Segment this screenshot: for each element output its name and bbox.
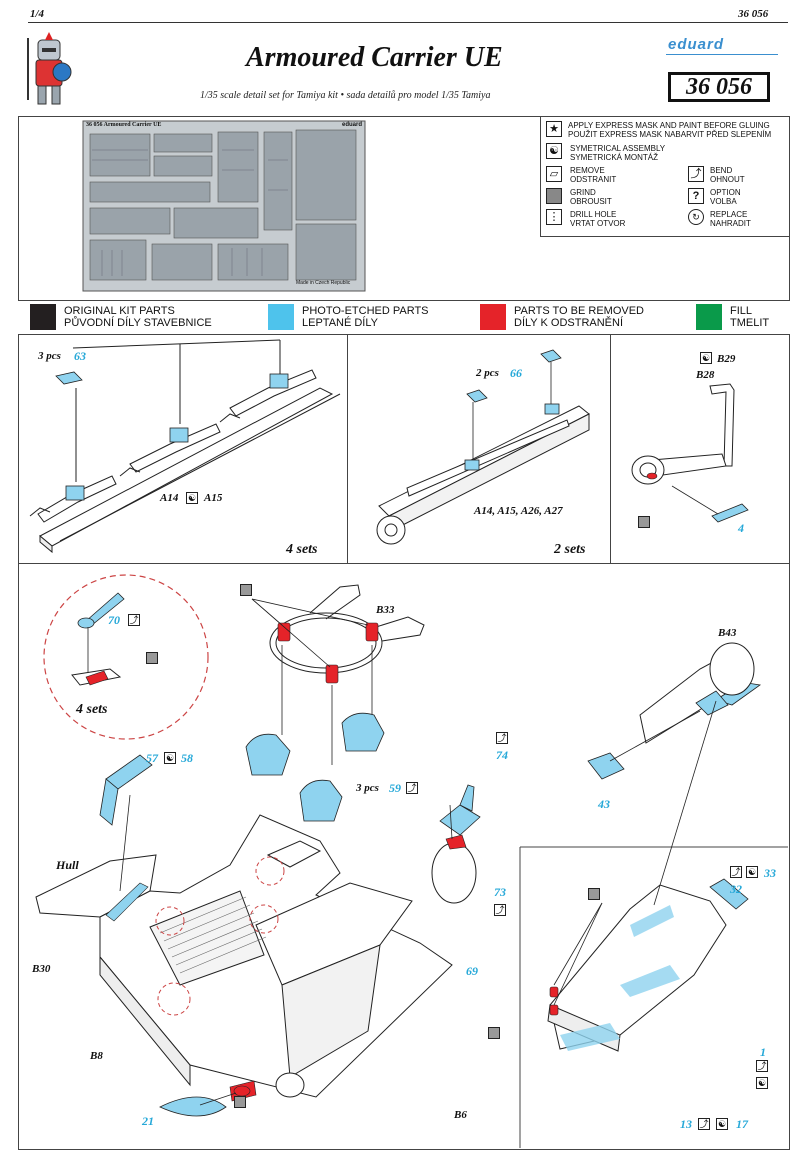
original-parts-swatch xyxy=(30,304,56,330)
fret-label: 36 056 Armoured Carrier UE xyxy=(86,122,162,128)
kit-b28-label: B28 xyxy=(696,369,715,381)
star-icon: ★ xyxy=(546,121,562,137)
inset-sets-label: 4 sets xyxy=(76,702,108,717)
bend-icon: ⤴ xyxy=(494,904,506,916)
bend-icon: ⤴ xyxy=(406,782,418,794)
option-icon: ? xyxy=(688,188,704,204)
part-33-label: 33 xyxy=(764,866,776,880)
photo-etched-swatch xyxy=(268,304,294,330)
header-rule xyxy=(28,22,788,23)
grind-icon xyxy=(240,584,252,596)
bend-icon: ⤴ xyxy=(496,732,508,744)
fret-small-print: Made in Czech Republic xyxy=(296,280,351,286)
step1-qty: 3 pcs xyxy=(38,350,61,362)
kit-b8-label: B8 xyxy=(90,1050,103,1062)
suspension-drawing xyxy=(29,339,341,554)
part-32-label: 32 xyxy=(730,882,742,896)
part-21-label: 21 xyxy=(142,1114,154,1128)
part-43-label: 43 xyxy=(598,797,610,811)
grind-icon xyxy=(588,888,600,900)
track-frame-drawing xyxy=(376,349,590,545)
page-title: Armoured Carrier UE xyxy=(246,42,503,73)
kit-b29-label: B29 xyxy=(717,353,736,365)
set-number-box: 36 056 xyxy=(668,72,770,102)
kit-b43-label: B43 xyxy=(718,627,737,639)
part-74-label: 74 xyxy=(496,748,508,762)
grind-icon xyxy=(488,1027,500,1039)
set-code-top: 36 056 xyxy=(738,8,769,20)
part-13-label: 13 xyxy=(680,1117,692,1131)
step2-qty: 2 pcs xyxy=(476,367,499,379)
kit-b33-label: B33 xyxy=(376,604,395,616)
part-17-label: 17 xyxy=(736,1117,748,1131)
grind-icon xyxy=(234,1096,246,1108)
replace-icon: ↻ xyxy=(688,209,704,225)
kit-a15-label: A15 xyxy=(204,492,223,504)
bend-icon: ⤴ xyxy=(756,1060,768,1072)
hull-label: Hull xyxy=(56,858,79,872)
yin-yang-icon: ☯ xyxy=(746,866,758,878)
part-70-label: 70 xyxy=(108,613,120,627)
yin-yang-icon: ☯ xyxy=(756,1077,768,1089)
kit-b30-label: B30 xyxy=(32,963,51,975)
part-69-label: 69 xyxy=(466,964,478,978)
legend-mask-text: APPLY EXPRESS MASK AND PAINT BEFORE GLUI… xyxy=(568,121,772,139)
kit-b6-label: B6 xyxy=(454,1109,467,1121)
tow-hook-drawing xyxy=(631,383,749,523)
yin-yang-icon: ☯ xyxy=(716,1118,728,1130)
part-58-label: 58 xyxy=(181,751,193,765)
yin-yang-icon: ☯ xyxy=(700,352,712,364)
bend-icon: ⤴ xyxy=(730,866,742,878)
remove-icon: ▱ xyxy=(546,166,562,182)
knight-mascot-icon xyxy=(27,32,72,105)
grind-icon xyxy=(146,652,158,664)
main-assembly-panel xyxy=(18,563,790,1150)
part-1-label: 1 xyxy=(760,1045,766,1059)
part-63-label: 63 xyxy=(74,349,86,363)
step1-sets: 4 sets xyxy=(286,542,318,557)
part-66-label: 66 xyxy=(510,366,522,380)
removed-parts-swatch xyxy=(480,304,506,330)
brand-logo: eduard xyxy=(668,36,725,53)
grind-icon xyxy=(546,188,562,204)
yin-yang-icon: ☯ xyxy=(546,143,562,159)
hull-assembly-drawing xyxy=(35,574,788,1148)
drill-icon: ⋮ xyxy=(546,209,562,225)
bend-icon: ⤴ xyxy=(688,166,704,182)
kit-a14-label: A14 xyxy=(160,492,179,504)
part-59-qty: 3 pcs xyxy=(356,782,379,794)
photo-etch-fret xyxy=(82,120,366,292)
part-57-label: 57 xyxy=(146,751,158,765)
step2-sets: 2 sets xyxy=(554,542,586,557)
fill-swatch xyxy=(696,304,722,330)
part-4-label: 4 xyxy=(738,521,744,535)
part-59-label: 59 xyxy=(389,781,401,795)
fret-brand: eduard xyxy=(342,122,363,128)
bend-icon: ⤴ xyxy=(128,614,140,626)
brand-underline xyxy=(666,54,778,55)
yin-yang-icon: ☯ xyxy=(164,752,176,764)
grind-icon xyxy=(638,516,650,528)
part-73-label: 73 xyxy=(494,885,506,899)
kit-a14-a27-label: A14, A15, A26, A27 xyxy=(474,505,563,517)
yin-yang-icon: ☯ xyxy=(186,492,198,504)
page-number: 1/4 xyxy=(30,8,45,20)
symbols-legend xyxy=(540,116,790,237)
page-subtitle: 1/35 scale detail set for Tamiya kit • s… xyxy=(200,90,491,101)
bend-icon: ⤴ xyxy=(698,1118,710,1130)
